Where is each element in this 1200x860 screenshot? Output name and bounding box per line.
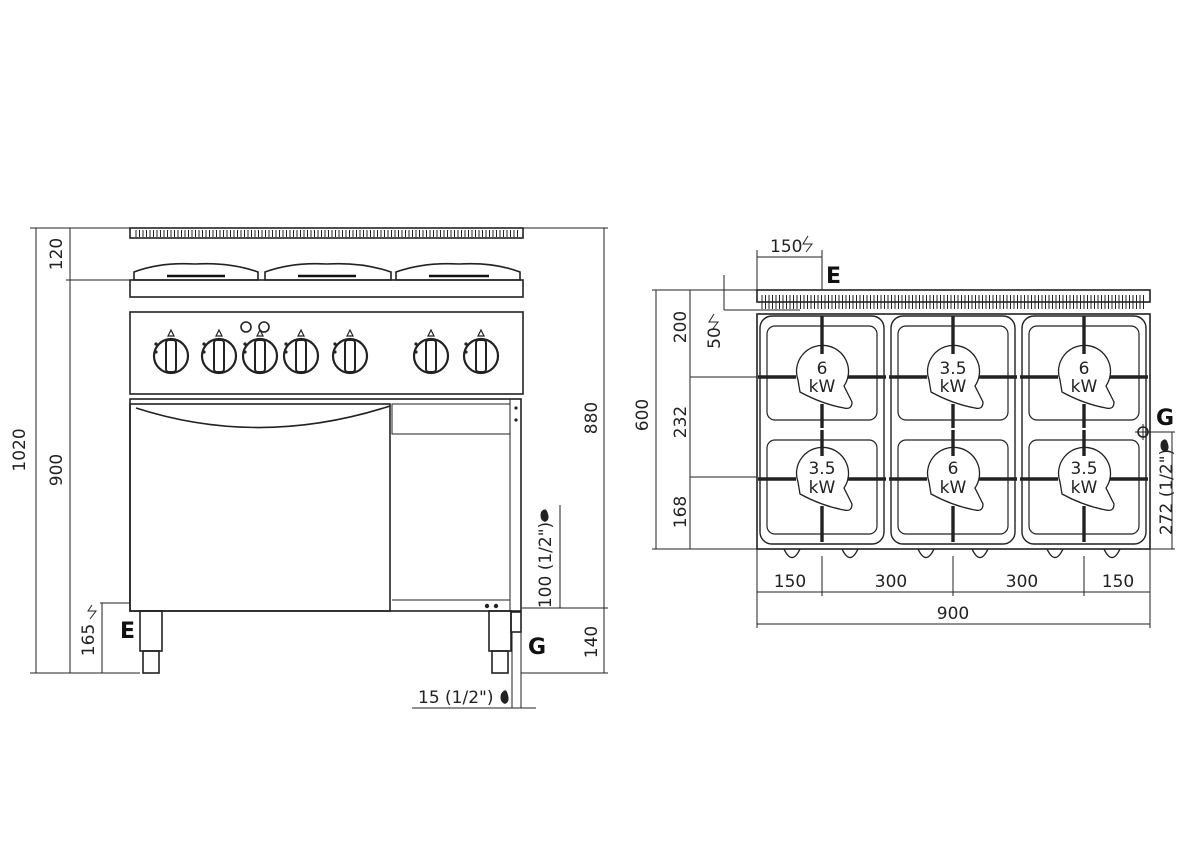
dim-gas-height: 140: [582, 626, 602, 658]
dim-total-width: 900: [937, 604, 969, 624]
electric-icon: [708, 313, 719, 331]
dim-right-height: 880: [582, 402, 602, 434]
dim-electric-offset-top: 150: [770, 237, 802, 257]
dim-back-depth: 200: [671, 311, 691, 343]
leg-left: [139, 610, 163, 652]
flame-icon: [1160, 439, 1169, 452]
dim-electric-offset-side: 50: [705, 327, 725, 349]
front-view: 1020 120 900 165 880 100 (1/2") 140 15 (…: [10, 227, 608, 709]
burner-power: 3.5: [1070, 459, 1097, 479]
burner-power: 3.5: [808, 459, 835, 479]
burner-unit: kW: [940, 377, 967, 397]
burner-unit: kW: [809, 377, 836, 397]
dim-gas-bottom: 15 (1/2"): [418, 688, 493, 708]
burner-unit: kW: [940, 478, 967, 498]
dim-width-segment: 300: [1006, 572, 1038, 592]
dim-middle-depth: 232: [671, 406, 691, 438]
oven-door: [129, 403, 391, 612]
burner-unit: kW: [1071, 377, 1098, 397]
electric-icon: [802, 235, 813, 253]
dim-depth: 600: [633, 399, 653, 431]
burner-power: 6: [948, 459, 959, 479]
pilot-light-icon: [240, 321, 252, 333]
front-hob-top: [129, 279, 524, 298]
burner-power: 6: [817, 359, 828, 379]
dim-width-segment: 150: [1102, 572, 1134, 592]
dim-top-height: 120: [47, 238, 67, 270]
control-knobs: [152, 328, 500, 375]
front-label-gas: G: [528, 635, 546, 660]
dim-body-height: 900: [47, 454, 67, 486]
dim-total-height: 1020: [10, 428, 30, 471]
dim-width-segment: 300: [875, 572, 907, 592]
top-view: 600 200 232 168 50 150 272 (1/2") 150 30…: [633, 235, 1177, 628]
front-grates: [133, 262, 521, 281]
pilot-light-icon: [258, 321, 270, 333]
top-backsplash: [756, 289, 1151, 303]
control-panel: [129, 311, 524, 395]
top-backsplash-vents: [761, 295, 1144, 309]
dim-electric-height: 165: [79, 624, 99, 656]
flame-icon: [500, 690, 509, 704]
dim-front-depth: 168: [671, 496, 691, 528]
oven-cabinet: [129, 398, 522, 612]
gas-connection: [510, 611, 522, 633]
burner-unit: kW: [809, 478, 836, 498]
burner-grates: [758, 315, 1148, 545]
front-feet: [783, 548, 1121, 559]
burner-power: 3.5: [939, 359, 966, 379]
top-label-electric: E: [826, 264, 841, 289]
burner-labels: 6 kW 3.5 kW 6 kW 3.5 kW 6 kW 3.5 kW: [808, 359, 1097, 498]
burner-power: 6: [1079, 359, 1090, 379]
electric-icon: [87, 604, 97, 620]
top-label-gas: G: [1156, 406, 1174, 431]
dim-width-segment: 150: [774, 572, 806, 592]
dim-gas-side: 272 (1/2"): [1157, 449, 1177, 535]
dim-gas-connection-height: 100 (1/2"): [536, 522, 556, 608]
oven-door-handle: [135, 405, 391, 429]
burner-unit: kW: [1071, 478, 1098, 498]
side-compartment: [391, 403, 511, 435]
leg-right: [488, 610, 512, 652]
front-label-electric: E: [120, 619, 135, 644]
front-backsplash-vents: [135, 230, 518, 237]
flame-icon: [540, 509, 549, 522]
